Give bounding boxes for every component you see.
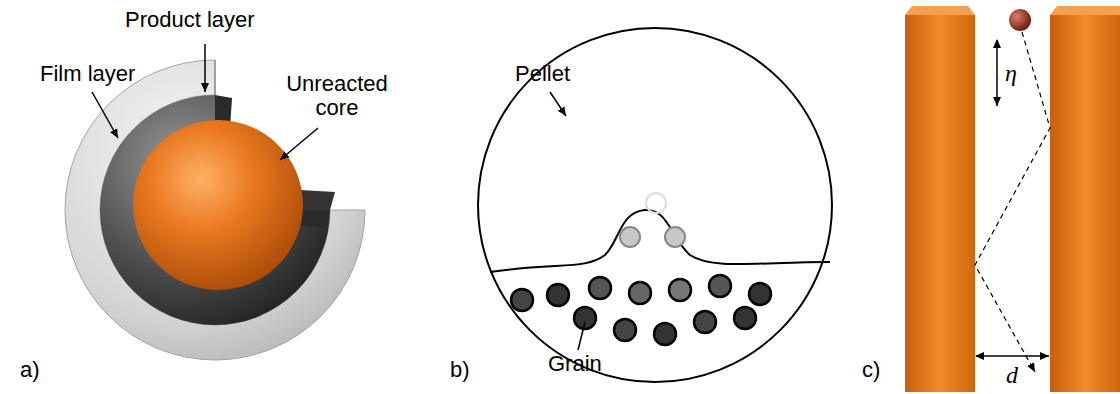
grain-circle [589,277,611,299]
panel-letter: c) [862,358,880,382]
part-label: Grain [548,352,602,376]
part-label: Unreacted core [282,72,392,120]
panel-letter: b) [450,358,470,382]
grain-circle [629,282,651,304]
part-label: Product layer [125,8,255,32]
dimension-label: d [1006,362,1018,388]
grain-circle [614,319,636,341]
dimension-label: η [1005,60,1017,86]
grain-circle [511,289,533,311]
part-label: Pellet [515,62,570,86]
grain-circle [709,275,731,297]
grain-circle [734,307,756,329]
grain-circle [694,311,716,333]
panel-letter: a) [20,358,40,382]
grain-circle [547,284,569,306]
grain-circle [669,279,691,301]
grain-circle [749,283,771,305]
grain-circle [574,307,596,329]
part-label: Film layer [40,62,135,86]
grain-circle [654,323,676,345]
